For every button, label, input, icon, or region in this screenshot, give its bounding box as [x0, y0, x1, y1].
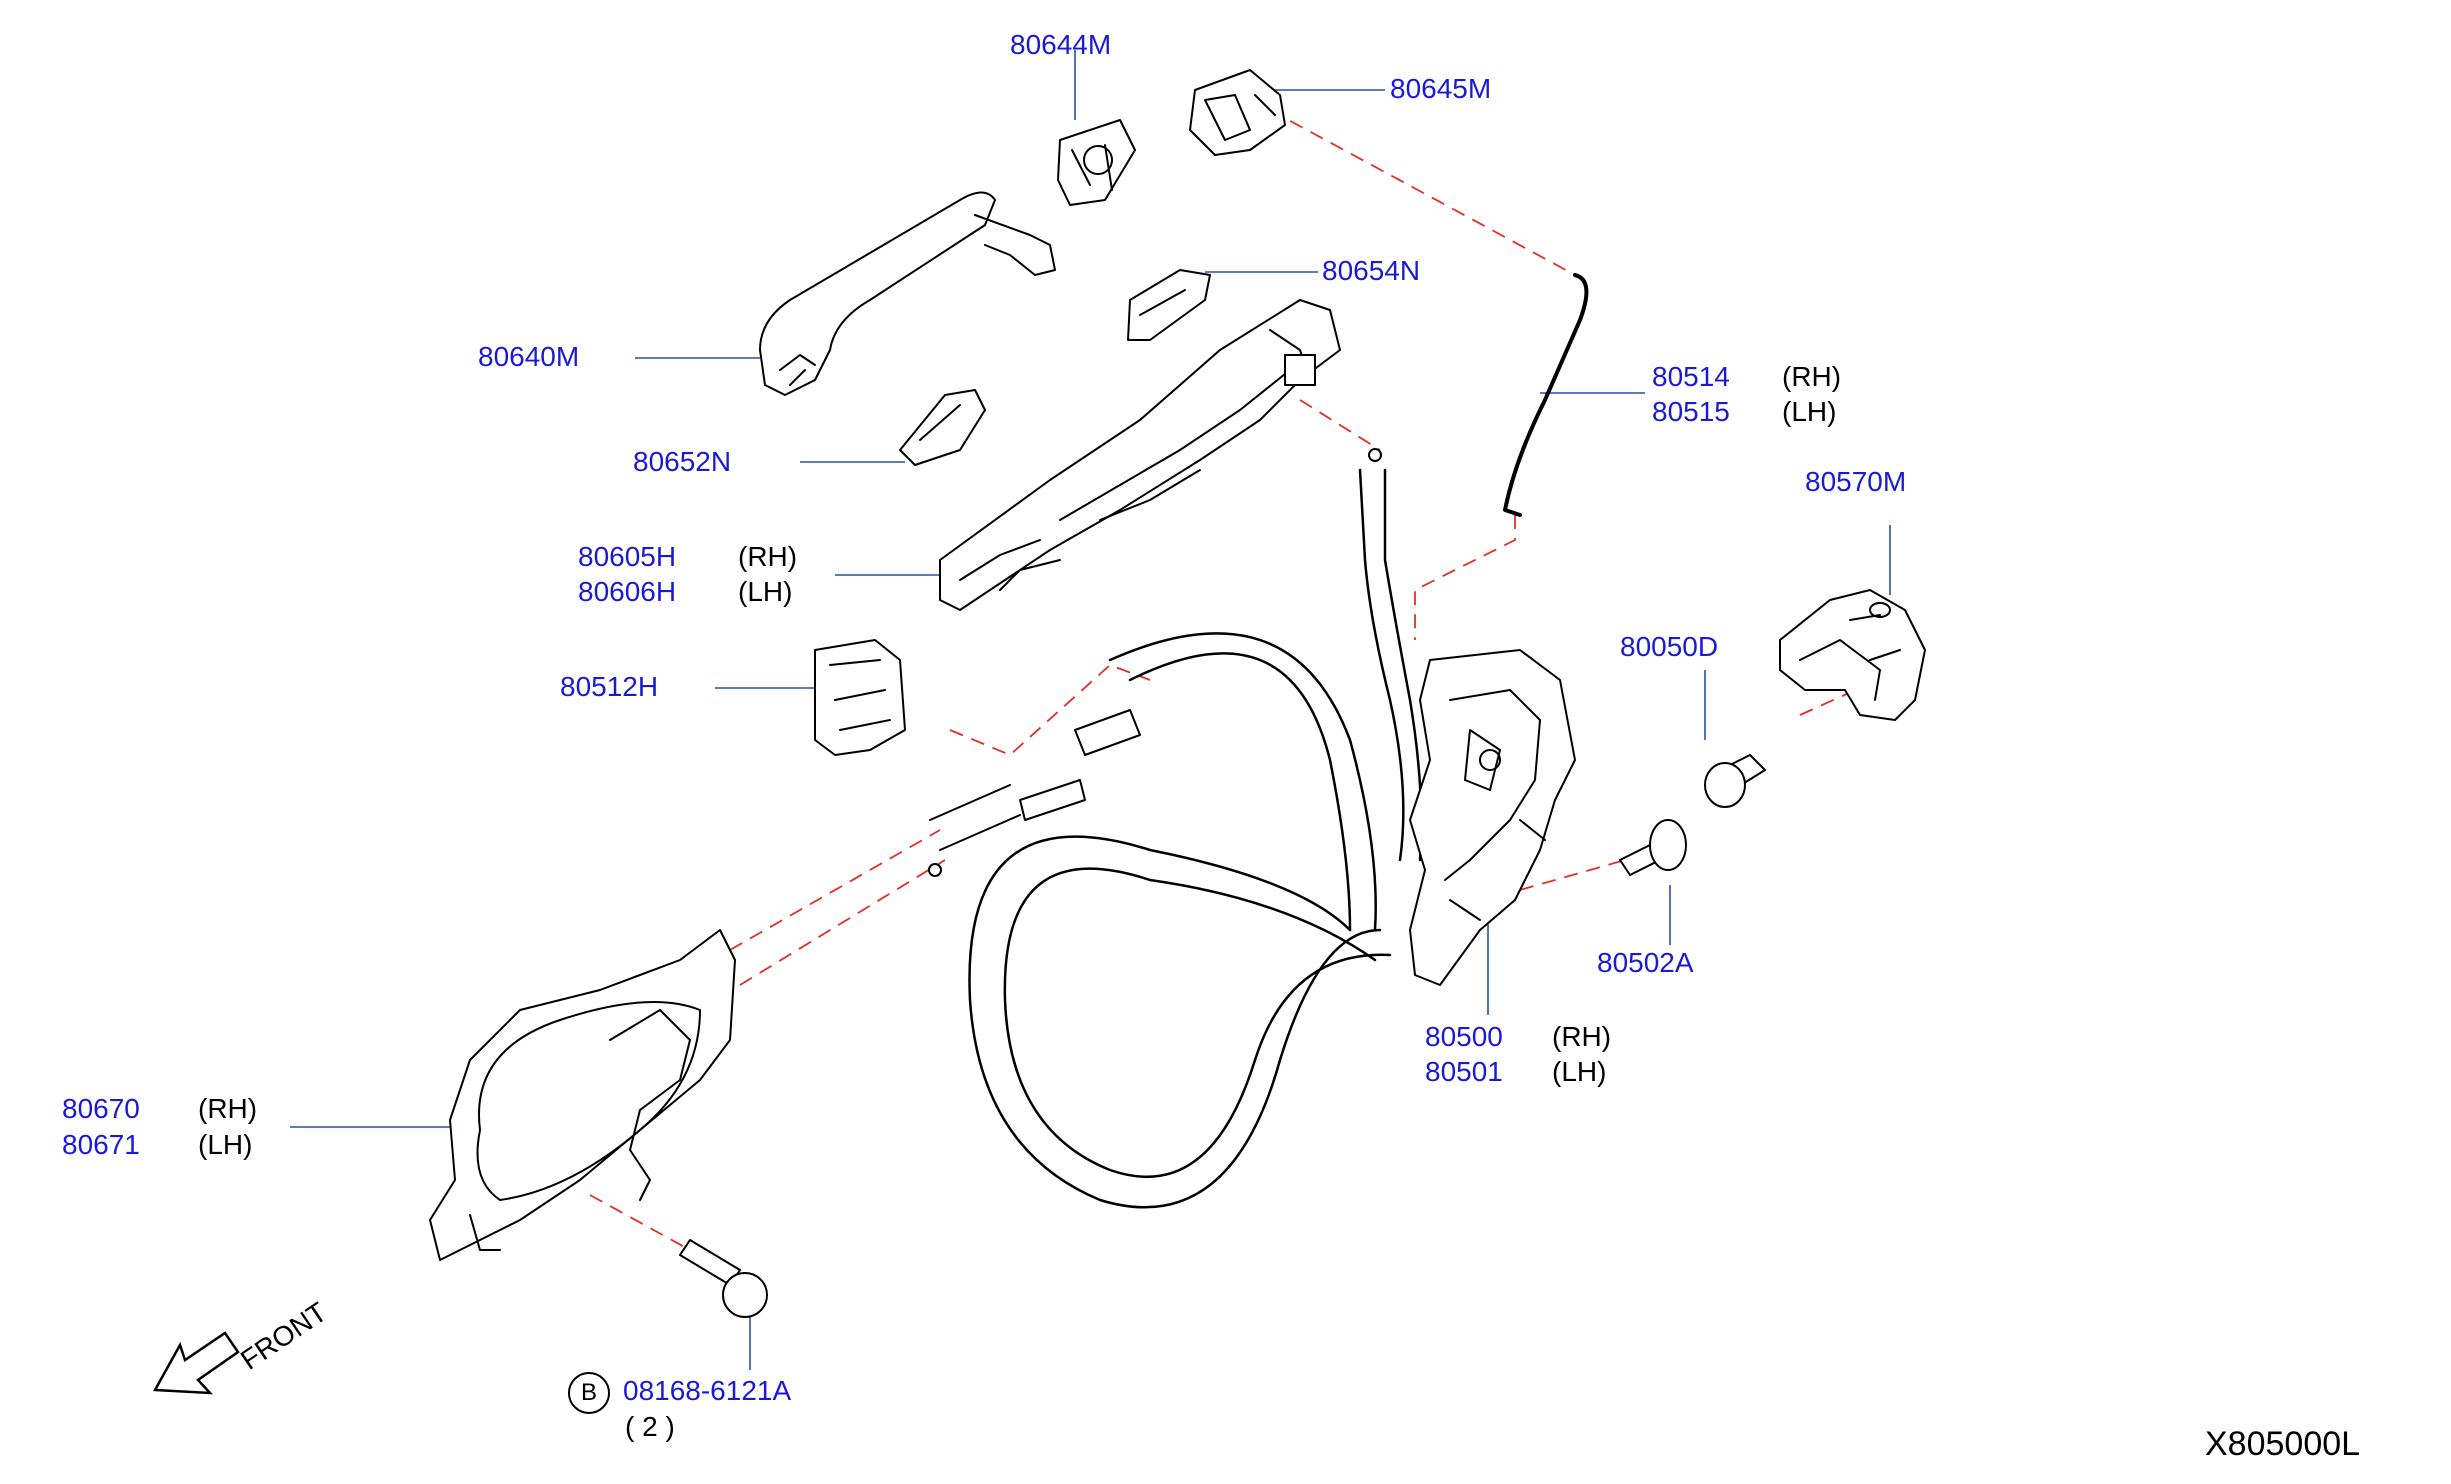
part-label[interactable]: 80512H — [560, 671, 659, 702]
outside-handle-part — [759, 191, 996, 396]
part-label[interactable]: 80652N — [633, 446, 732, 477]
assembly-dashed-lines — [589, 109, 1901, 1251]
part-label[interactable]: 80645M — [1390, 73, 1492, 104]
parts-line-art — [429, 69, 1926, 1318]
part-label[interactable]: 80514 — [1652, 361, 1730, 392]
lock-rod-part — [1503, 273, 1589, 517]
part-label[interactable]: 80500 — [1425, 1021, 1503, 1052]
cable-outer-loop — [968, 835, 1392, 1209]
side-label: (RH) — [1782, 361, 1842, 392]
part-label[interactable]: 80501 — [1425, 1056, 1503, 1087]
side-label: (RH) — [1552, 1021, 1612, 1052]
part-label[interactable]: 80640M — [478, 341, 580, 372]
part-label[interactable]: 80050D — [1620, 631, 1719, 662]
handle-cap-part — [1189, 69, 1286, 156]
quantity-label: ( 2 ) — [625, 1411, 675, 1442]
handle-bracket-part — [939, 299, 1341, 611]
side-label: (LH) — [198, 1129, 253, 1160]
part-label[interactable]: 80654N — [1322, 255, 1421, 286]
part-label[interactable]: 80570M — [1805, 466, 1907, 497]
gasket-part — [1127, 269, 1211, 341]
striker-part — [1779, 589, 1926, 721]
part-label[interactable]: 80605H — [578, 541, 677, 572]
b-marker: B — [568, 1372, 610, 1414]
bolt-part — [679, 1239, 741, 1286]
cable-loop-2 — [1358, 468, 1423, 862]
escutcheon-part — [1057, 119, 1136, 206]
cable-loop-1 — [1108, 632, 1377, 932]
part-label[interactable]: 80515 — [1652, 396, 1730, 427]
inside-handle-part — [429, 929, 736, 1261]
part-label[interactable]: 80606H — [578, 576, 677, 607]
side-label: (RH) — [738, 541, 798, 572]
side-label: (LH) — [1552, 1056, 1607, 1087]
side-label: (LH) — [738, 576, 793, 607]
grommet-part — [814, 639, 906, 756]
part-label[interactable]: 80670 — [62, 1093, 140, 1124]
leader-lines — [290, 50, 1891, 1370]
part-label[interactable]: 80502A — [1597, 947, 1694, 978]
part-label[interactable]: 80671 — [62, 1129, 140, 1160]
diagram-code: X805000L — [2205, 1425, 2361, 1463]
front-arrow-icon — [152, 1331, 240, 1395]
side-label: (RH) — [198, 1093, 258, 1124]
cable-end-1 — [929, 784, 1021, 851]
door-lock-actuator-part — [1409, 649, 1576, 986]
part-label[interactable]: 80644M — [1010, 29, 1112, 60]
part-label[interactable]: 08168-6121A — [623, 1375, 792, 1406]
gasket-part-2 — [899, 389, 986, 466]
side-label: (LH) — [1782, 396, 1837, 427]
